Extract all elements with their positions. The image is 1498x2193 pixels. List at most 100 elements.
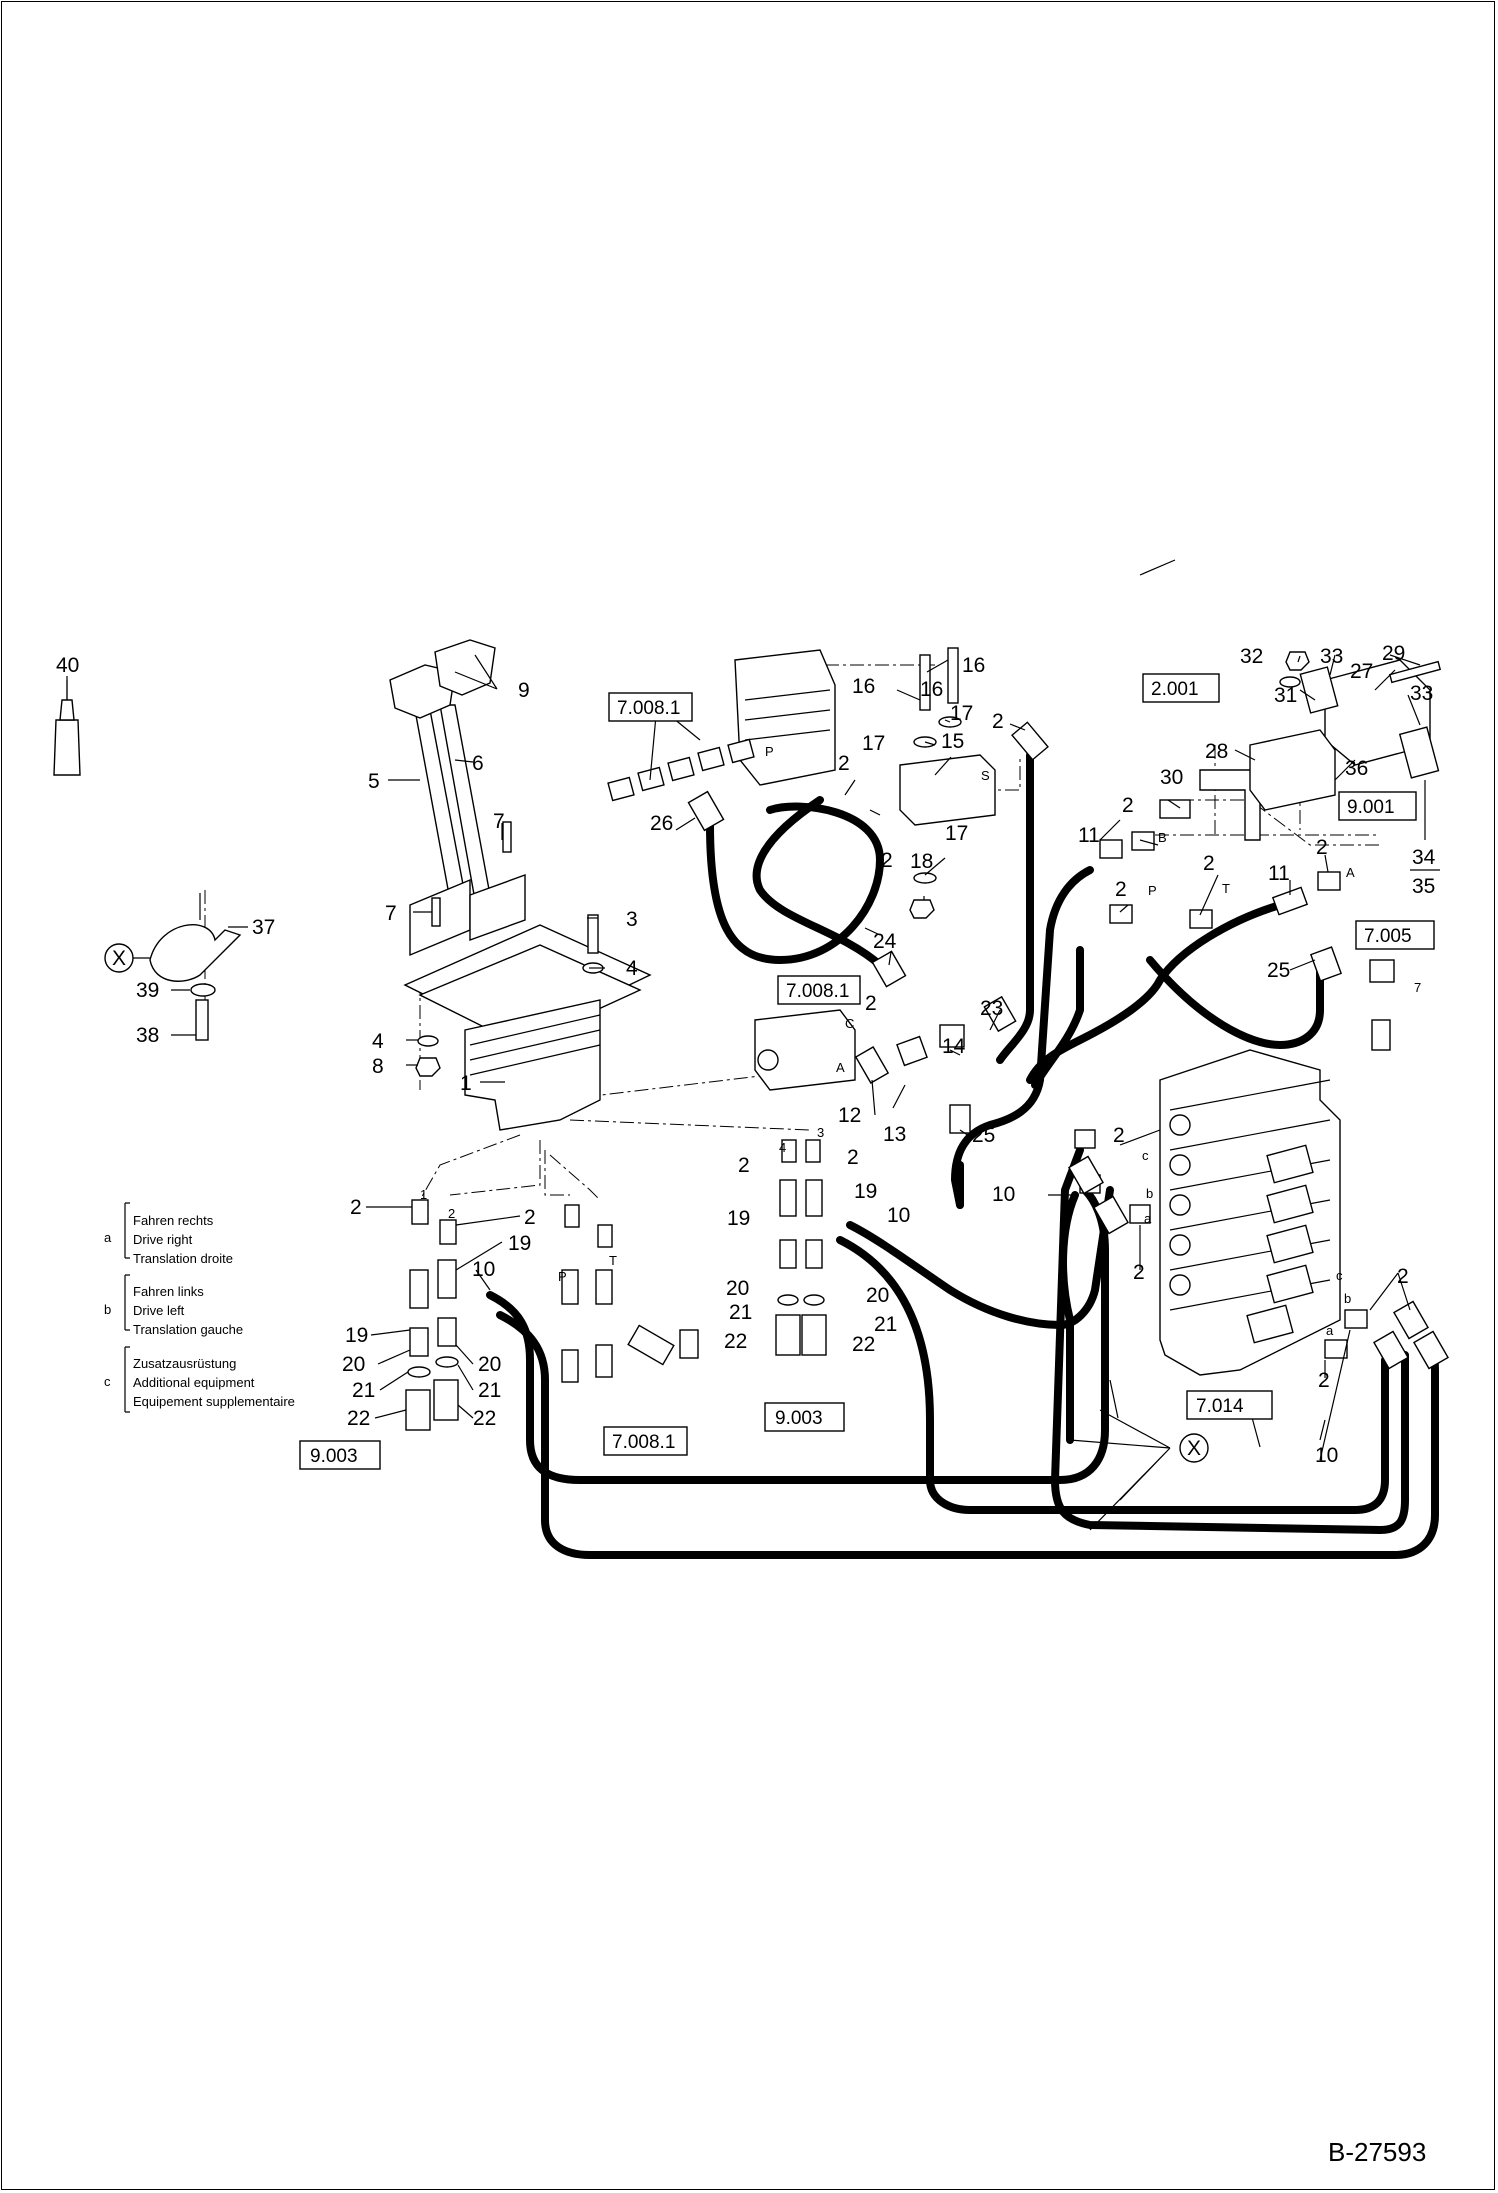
- callout-40: 40: [56, 654, 79, 677]
- block-28: [1249, 729, 1336, 811]
- legend-c-line3: Equipement supplementaire: [133, 1394, 295, 1409]
- fitting-bank-c: [1074, 1129, 1096, 1149]
- fitting-2-p: [564, 1204, 580, 1228]
- callout-2-f: 2: [881, 849, 893, 872]
- fitting-2-mid-right: [805, 1139, 821, 1163]
- top-valve-fittings: [607, 738, 755, 802]
- fitting-t: [595, 1269, 613, 1305]
- hose-right-down: [1059, 1191, 1079, 1444]
- port-A-right: A: [1346, 865, 1355, 880]
- port-7: 7: [1414, 980, 1421, 995]
- callout-2-c: 2: [738, 1154, 750, 1177]
- callout-20-a: 20: [342, 1353, 365, 1376]
- hose-23: [996, 751, 1034, 1064]
- callout-2-k: 2: [1203, 852, 1215, 875]
- callout-27: 27: [1350, 660, 1373, 683]
- ref-9001: 9.001: [1347, 797, 1395, 818]
- detail-x-left: X: [112, 947, 126, 970]
- fitting-19-mid: [779, 1179, 797, 1217]
- callout-17-b: 17: [862, 732, 885, 755]
- port-c-right: c: [1336, 1268, 1343, 1283]
- bolt-16-left: [919, 654, 931, 711]
- hose-24: [752, 796, 884, 969]
- port-P-top: P: [765, 744, 774, 759]
- fitting-2-a-right: [1317, 871, 1341, 891]
- legend: a Fahren rechts Drive right Translation …: [104, 1202, 295, 1413]
- fitting-bank-a: [1129, 1204, 1151, 1224]
- fitting-7005-low: [1371, 1019, 1391, 1051]
- callout-3: 3: [626, 908, 638, 931]
- port-fittings: [405, 1139, 827, 1431]
- legend-b-line1: Fahren links: [133, 1284, 204, 1299]
- callout-39: 39: [136, 979, 159, 1002]
- switch-22-a: [405, 1389, 431, 1431]
- callout-31: 31: [1274, 684, 1297, 707]
- ref-7008-low: 7.008.1: [612, 1432, 675, 1453]
- fitting-25-mid: [949, 1104, 971, 1134]
- callout-17-a: 17: [950, 702, 973, 725]
- callout-26: 26: [650, 812, 673, 835]
- callout-23: 23: [980, 997, 1003, 1020]
- callout-6: 6: [472, 752, 484, 775]
- hose-long-3: [846, 1186, 1114, 1329]
- fitting-30: [1159, 799, 1191, 819]
- screw-7-left: [431, 897, 441, 927]
- callout-2-h: 2: [992, 710, 1004, 733]
- callout-19-b: 19: [345, 1324, 368, 1347]
- nut-8: [415, 1057, 441, 1077]
- port-c-bank: c: [1142, 1148, 1149, 1163]
- callout-18: 18: [910, 850, 933, 873]
- ref-box-9003-mid: [764, 1402, 845, 1432]
- fitting-7005: [1369, 959, 1395, 983]
- ring-21-a: [407, 1366, 431, 1378]
- callout-1: 1: [460, 1072, 472, 1095]
- dash-dot-routes: [204, 664, 1380, 1201]
- callout-20-c: 20: [726, 1277, 749, 1300]
- nut-18: [909, 899, 935, 919]
- legend-c-line2: Additional equipment: [133, 1375, 255, 1390]
- callout-19-d: 19: [727, 1207, 750, 1230]
- port-C: C: [845, 1016, 854, 1031]
- fitting-23: [983, 995, 1017, 1033]
- fitting-2-a: [411, 1199, 429, 1225]
- callout-2-o: 2: [1397, 1265, 1409, 1288]
- port-2: 2: [448, 1206, 455, 1221]
- port-b-bank: b: [1146, 1186, 1153, 1201]
- fitting-p-low: [561, 1349, 579, 1383]
- legend-c-key: c: [104, 1374, 111, 1389]
- ref-box-9001: [1338, 791, 1417, 821]
- elbow-right-2: [1373, 1330, 1409, 1370]
- switch-22-b: [433, 1379, 459, 1421]
- callout-22-d: 22: [852, 1333, 875, 1356]
- washer-39: [190, 983, 216, 997]
- legend-a-line1: Fahren rechts: [133, 1213, 214, 1228]
- valves: [607, 647, 1442, 1134]
- hose-11-left: [951, 866, 1094, 1209]
- legend-b-line2: Drive left: [133, 1303, 185, 1318]
- callout-2-a: 2: [350, 1196, 362, 1219]
- fitting-2-b: [439, 1219, 457, 1245]
- washer-17-low: [913, 872, 937, 884]
- fitting-side-end: [679, 1329, 699, 1359]
- callout-25-right: 25: [1267, 959, 1290, 982]
- callout-5: 5: [368, 770, 380, 793]
- port-b-right: b: [1344, 1291, 1351, 1306]
- port-1: 1: [420, 1187, 427, 1202]
- fitting-24: [871, 950, 907, 988]
- callout-4-lower: 4: [372, 1030, 384, 1053]
- callout-32: 32: [1240, 645, 1263, 668]
- callout-34: 34: [1412, 846, 1436, 869]
- callout-33-top: 33: [1320, 645, 1343, 668]
- fitting-20-b: [437, 1317, 457, 1347]
- reference-boxes: 7.008.1 2.001 9.001 7.005 7.008.1 7.014 …: [299, 673, 1435, 1470]
- ref-7005: 7.005: [1364, 926, 1412, 947]
- detail-x-right: X: [1187, 1437, 1201, 1460]
- elbow-right-1: [1393, 1300, 1429, 1340]
- ref-9003-mid: 9.003: [775, 1408, 823, 1429]
- callout-21-a: 21: [352, 1379, 375, 1402]
- callout-37: 37: [252, 916, 275, 939]
- detail-markers: X X: [104, 943, 1209, 1463]
- callout-36: 36: [1345, 757, 1368, 780]
- ref-box-7008-mid: [777, 975, 861, 1005]
- hose-26: [706, 802, 884, 964]
